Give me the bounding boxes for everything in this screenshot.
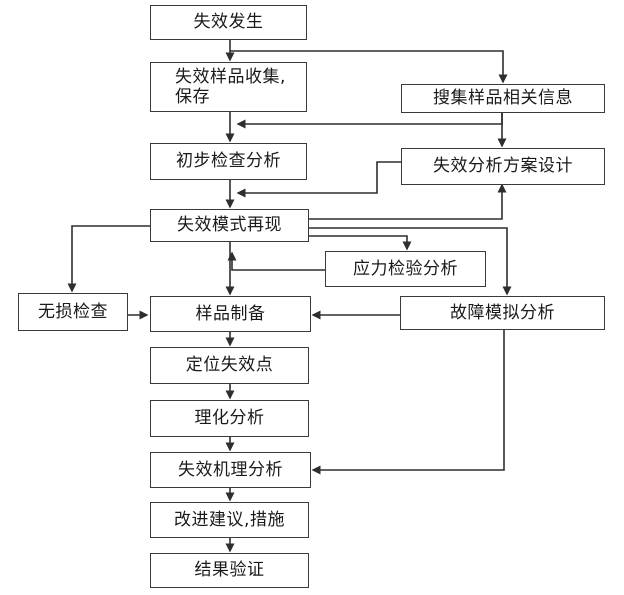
node-sample-preparation-label: 样品制备 [195,303,266,324]
edge-stress-to-mode [227,251,325,271]
node-preliminary-check: 初步检查分析 [150,143,307,180]
node-mechanism-analysis-label: 失效机理分析 [178,459,283,480]
node-sample-collection-line1: 失效样品收集, [175,66,286,87]
node-fault-simulation-label: 故障模拟分析 [450,302,555,323]
node-mode-reproduction: 失效模式再现 [150,209,309,242]
edge-occur-to-collect-info [230,50,508,84]
node-result-verification-label: 结果验证 [194,560,265,581]
node-physicochemical-analysis-label: 理化分析 [194,408,265,429]
node-locate-failure-point: 定位失效点 [150,347,309,384]
node-result-verification: 结果验证 [150,553,309,588]
edge-fault-to-mechanism [311,330,505,475]
node-stress-test: 应力检验分析 [325,251,486,287]
node-collect-info-label: 搜集样品相关信息 [433,88,573,109]
node-stress-test-label: 应力检验分析 [353,258,458,279]
node-sample-collection: 失效样品收集, 保存 [150,62,307,112]
node-preliminary-check-label: 初步检查分析 [176,151,281,172]
edge-mode-to-nondestructive [67,225,150,293]
node-plan-design: 失效分析方案设计 [401,148,605,185]
node-sample-preparation: 样品制备 [150,296,311,332]
node-fault-simulation: 故障模拟分析 [400,296,605,330]
node-nondestructive-check-label: 无损检查 [38,301,108,322]
node-sample-collection-line2: 保存 [175,87,210,107]
edge-mode-to-stress [309,235,412,251]
node-collect-info: 搜集样品相关信息 [401,84,605,113]
node-locate-failure-point-label: 定位失效点 [185,355,274,376]
edge-info-to-main [236,113,503,129]
node-plan-design-label: 失效分析方案设计 [433,156,573,177]
node-improvement-suggestions: 改进建议,措施 [150,502,309,538]
edge-mode-to-plan [309,183,507,220]
node-improvement-suggestions-label: 改进建议,措施 [174,509,285,530]
node-physicochemical-analysis: 理化分析 [150,400,309,437]
node-failure-occurs-label: 失效发生 [193,12,264,33]
node-nondestructive-check: 无损检查 [18,293,128,331]
edge-plan-to-main [236,161,401,198]
node-mechanism-analysis: 失效机理分析 [150,452,311,488]
node-mode-reproduction-label: 失效模式再现 [177,215,282,236]
node-failure-occurs: 失效发生 [150,5,307,40]
edge-mode-to-fault [309,227,512,296]
